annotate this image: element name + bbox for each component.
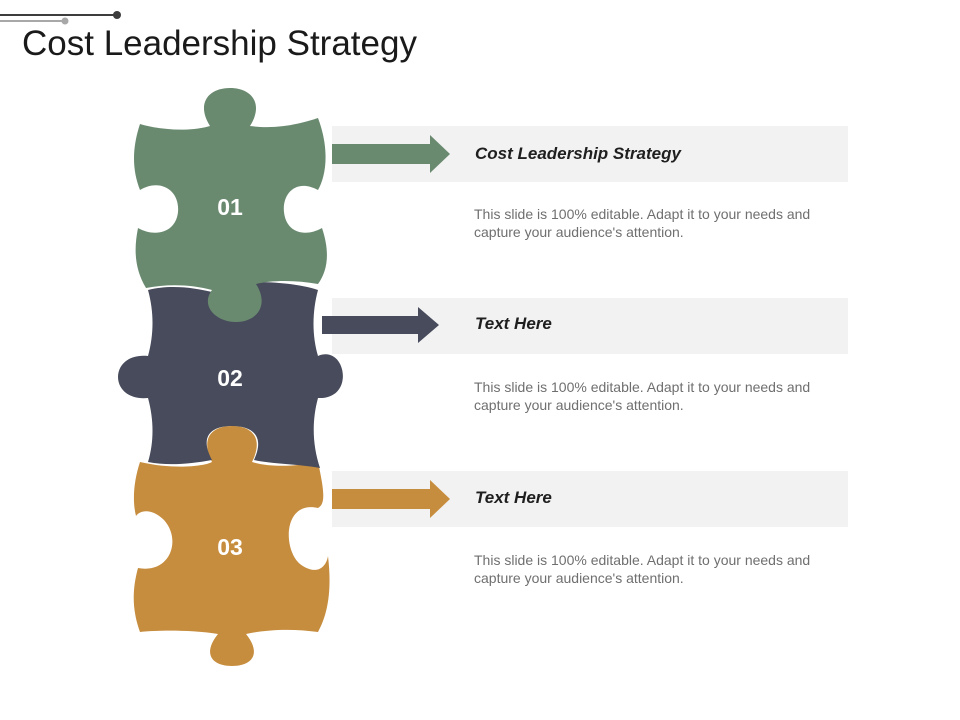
decorative-lines: [0, 11, 121, 25]
puzzle-piece-1: [134, 88, 327, 322]
step-number-2: 02: [217, 365, 243, 391]
step-description-3: This slide is 100% editable. Adapt it to…: [474, 552, 811, 586]
step-number-1: 01: [217, 194, 243, 220]
arrow-3: [332, 480, 450, 518]
arrow-2: [322, 307, 439, 343]
puzzle-piece-3: [133, 426, 330, 666]
deco-dot-top: [113, 11, 121, 19]
arrow-1: [332, 135, 450, 173]
step-heading-1: Cost Leadership Strategy: [475, 144, 681, 163]
step-heading-2: Text Here: [475, 314, 552, 333]
page-title: Cost Leadership Strategy: [22, 24, 417, 63]
step-description-1: This slide is 100% editable. Adapt it to…: [474, 206, 811, 240]
step-heading-3: Text Here: [475, 488, 552, 507]
step-number-3: 03: [217, 534, 243, 560]
deco-dot-bottom: [61, 17, 69, 25]
puzzle-piece-2: [118, 282, 343, 468]
step-description-2: This slide is 100% editable. Adapt it to…: [474, 379, 811, 413]
